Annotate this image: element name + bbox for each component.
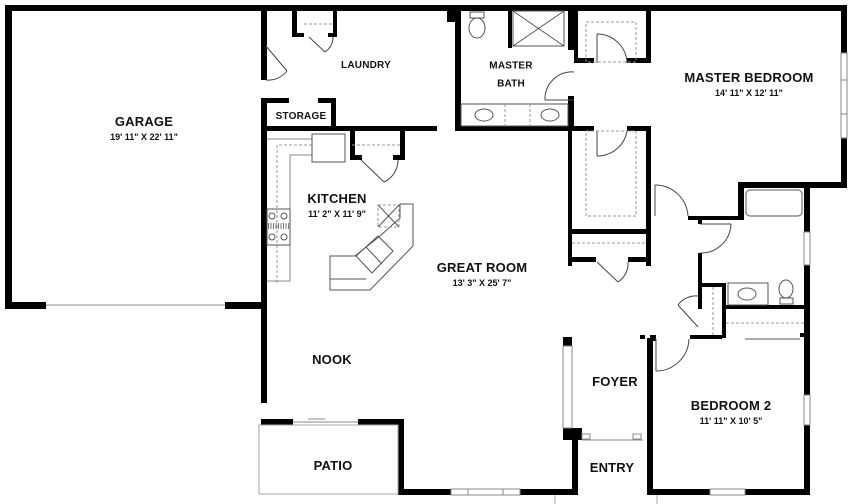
room-name: KITCHEN xyxy=(307,191,367,207)
exterior-walls xyxy=(5,5,847,495)
room-name: STORAGE xyxy=(275,110,327,122)
fixtures xyxy=(266,10,804,335)
room-name: NOOK xyxy=(312,351,352,367)
windows-and-openings xyxy=(46,52,848,504)
room-nook: NOOK xyxy=(312,351,352,369)
room-entry: ENTRY xyxy=(590,459,635,477)
room-name: PATIO xyxy=(313,457,353,473)
room-dimensions: 11' 11" X 10' 5" xyxy=(699,416,763,427)
room-dimensions: 14' 11" X 12' 11" xyxy=(715,88,783,99)
room-storage: STORAGE xyxy=(276,106,327,124)
room-bedroom-2: BEDROOM 2 11' 11" X 10' 5" xyxy=(691,397,772,427)
room-dimensions: 11' 2" X 11' 9" xyxy=(308,209,366,220)
room-name: GARAGE xyxy=(114,114,174,130)
room-name: FOYER xyxy=(592,373,638,389)
room-name-line2: BATH xyxy=(497,79,525,90)
room-name: BEDROOM 2 xyxy=(690,398,772,414)
room-kitchen: KITCHEN 11' 2" X 11' 9" xyxy=(307,190,366,220)
room-master-bedroom: MASTER BEDROOM 14' 11" X 12' 11" xyxy=(684,69,813,99)
room-name: MASTER BEDROOM xyxy=(684,70,814,86)
room-dimensions: 13' 3" X 25' 7" xyxy=(452,278,512,289)
interior-walls xyxy=(261,5,810,341)
room-name: ENTRY xyxy=(589,459,635,475)
door-swings xyxy=(265,33,732,372)
room-great-room: GREAT ROOM 13' 3" X 25' 7" xyxy=(437,259,528,289)
room-patio: PATIO xyxy=(314,457,353,475)
room-name: MASTER xyxy=(489,60,533,72)
room-name: LAUNDRY xyxy=(341,59,391,71)
room-master-bath: MASTER BATH xyxy=(489,56,532,93)
room-garage: GARAGE 19' 11" X 22' 11" xyxy=(110,113,178,143)
room-foyer: FOYER xyxy=(592,373,638,391)
room-dimensions: 19' 11" X 22' 11" xyxy=(110,132,178,143)
room-laundry: LAUNDRY xyxy=(341,55,391,73)
room-name: GREAT ROOM xyxy=(436,260,528,276)
